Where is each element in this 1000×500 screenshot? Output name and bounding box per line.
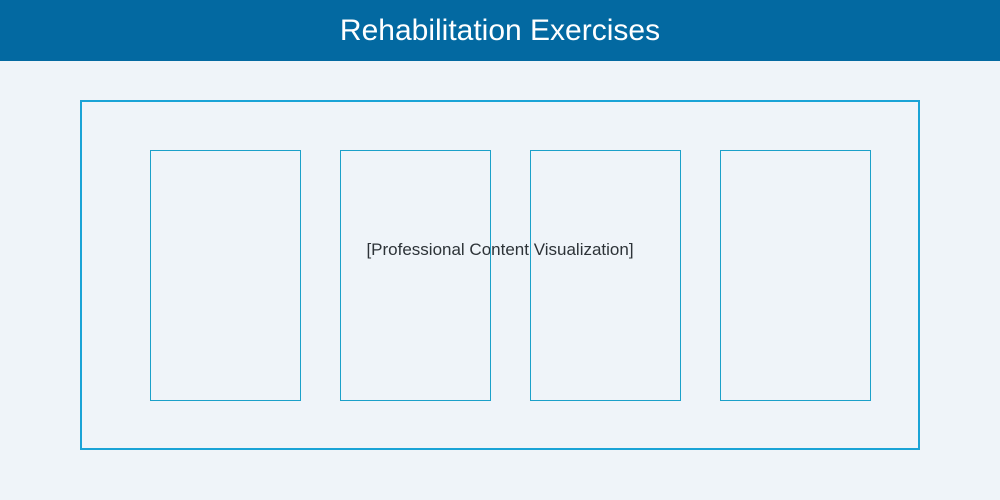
header-bar: Rehabilitation Exercises bbox=[0, 0, 1000, 61]
page-title: Rehabilitation Exercises bbox=[339, 13, 661, 47]
exercise-panel-3 bbox=[530, 150, 681, 401]
exercise-panel-4 bbox=[720, 150, 871, 401]
exercise-panel-2 bbox=[340, 150, 491, 401]
content-frame bbox=[80, 100, 920, 450]
exercise-panel-1 bbox=[150, 150, 301, 401]
content-caption: [Professional Content Visualization] bbox=[366, 240, 634, 259]
